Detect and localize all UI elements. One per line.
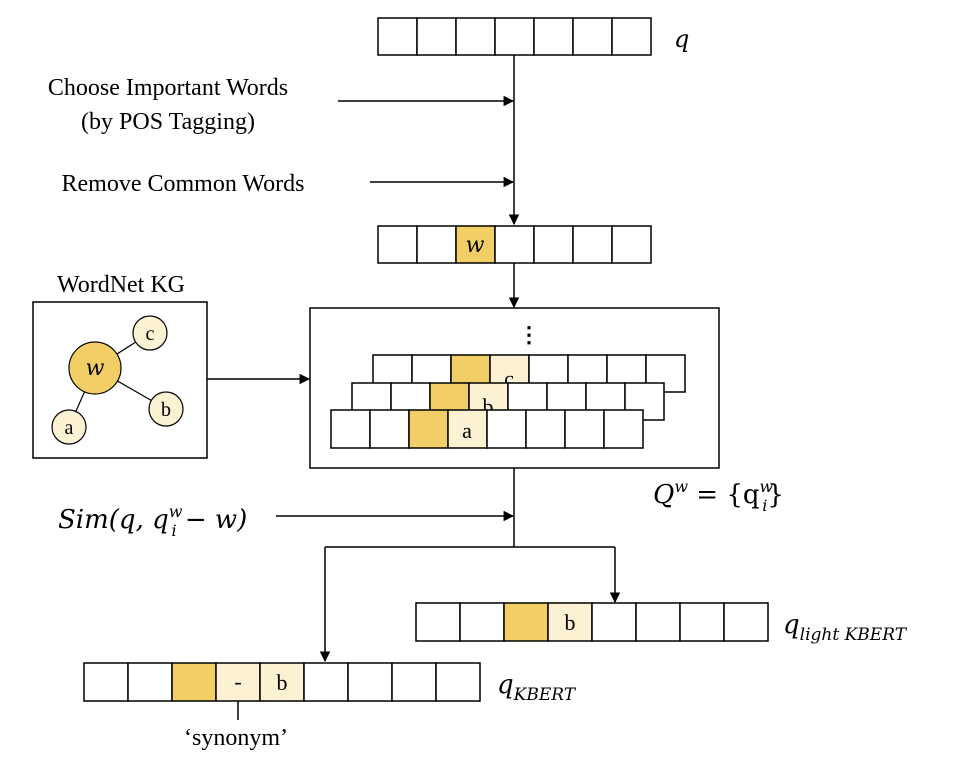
step-choose-important-words: Choose Important Words bbox=[48, 75, 288, 101]
graph-label-b: b bbox=[161, 399, 171, 421]
kbert-token-dash: - bbox=[234, 669, 241, 694]
light-kbert-label: qlight KBERT bbox=[783, 610, 908, 645]
expansion-row-a bbox=[330, 409, 644, 449]
graph-node-w bbox=[68, 341, 122, 395]
expansion-token-b: b bbox=[483, 394, 494, 419]
token-w: w bbox=[466, 233, 485, 258]
kbert-token-b: b bbox=[277, 670, 288, 695]
query-w-tokens bbox=[377, 225, 652, 264]
ellipsis-dots: ⋮ bbox=[518, 322, 540, 347]
query-q-label: q bbox=[674, 25, 689, 53]
wordnet-graph bbox=[51, 315, 184, 445]
graph-node-c bbox=[132, 315, 168, 351]
light-kbert-token-b: b bbox=[565, 610, 576, 635]
expansion-token-c: c bbox=[504, 366, 514, 391]
kbert-label: qKBERT bbox=[497, 670, 577, 705]
synonym-label: ‘synonym’ bbox=[184, 725, 288, 751]
graph-label-a: a bbox=[65, 417, 74, 439]
graph-node-a bbox=[51, 409, 87, 445]
kbert-tokens bbox=[83, 662, 481, 702]
graph-node-b bbox=[148, 391, 184, 427]
graph-label-w: w bbox=[86, 356, 105, 381]
light-kbert-tokens bbox=[415, 602, 769, 642]
graph-label-c: c bbox=[146, 323, 155, 345]
wordnet-kg-title: WordNet KG bbox=[57, 272, 185, 298]
query-q-tokens bbox=[377, 17, 652, 56]
step-pos-tagging: (by POS Tagging) bbox=[81, 109, 255, 135]
expansion-token-a: a bbox=[462, 418, 472, 443]
step-remove-common-words: Remove Common Words bbox=[62, 171, 305, 197]
